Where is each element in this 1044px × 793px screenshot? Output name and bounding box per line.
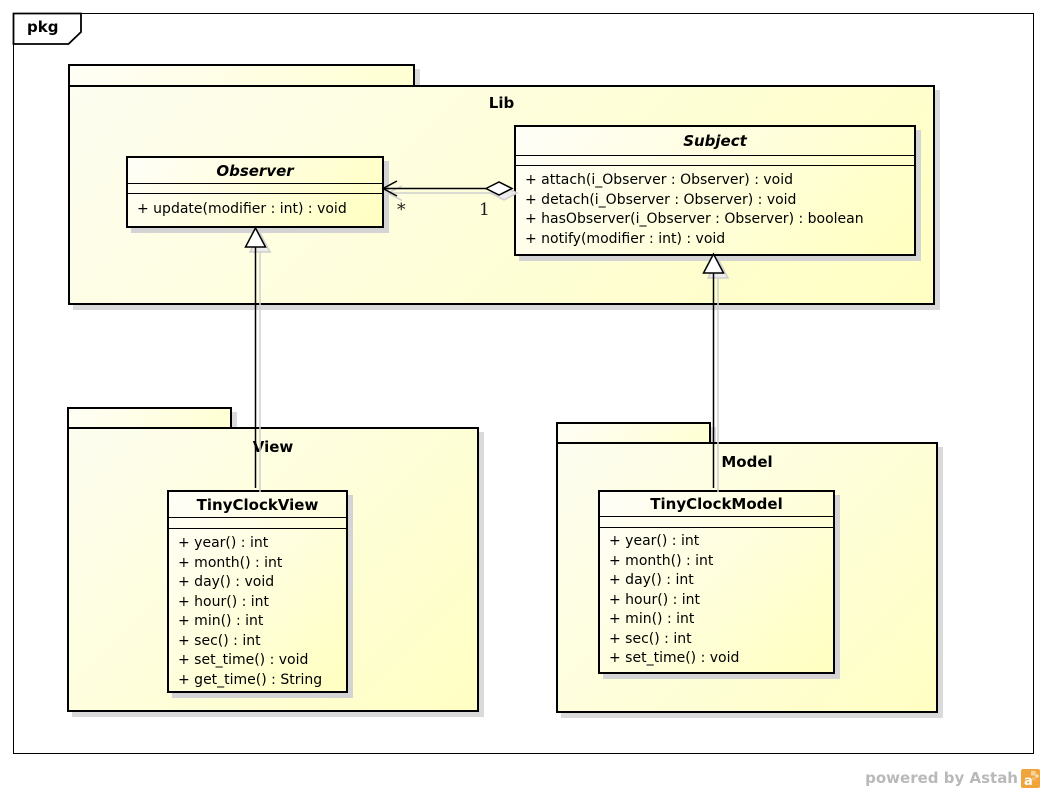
frame-label: pkg	[27, 18, 59, 36]
class-tinyclockview: TinyClockView + year() : int + month() :…	[167, 490, 348, 693]
operation: + hour() : int	[609, 591, 701, 608]
operation: + set_time() : void	[609, 650, 740, 666]
package-view-tab	[67, 407, 232, 429]
package-label-view: View	[252, 438, 294, 456]
operation: + notify(modifier : int) : void	[525, 230, 726, 247]
operation: + min() : int	[178, 613, 264, 629]
class-subject-attributes	[516, 155, 914, 166]
package-view-body: View TinyClockView + year() : int + mont…	[67, 427, 479, 712]
operation: + get_time() : String	[178, 671, 323, 688]
package-label-model: Model	[721, 453, 773, 471]
operation: + min() : int	[609, 611, 695, 627]
operation: + update(modifier : int) : void	[137, 201, 347, 217]
class-tinyclockview-operations: + year() : int + month() : int + day() :…	[169, 529, 346, 690]
operation: + day() : int	[609, 572, 694, 588]
operation: + year() : int	[609, 533, 700, 549]
multiplicity-observer-end: *	[397, 200, 406, 220]
package-model-tab	[556, 422, 711, 444]
class-observer-name: Observer	[216, 161, 294, 180]
class-tinyclockmodel-operations: + year() : int + month() : int + day() :…	[600, 528, 833, 669]
operation: + detach(i_Observer : Observer) : void	[525, 191, 797, 208]
class-observer: Observer + update(modifier : int) : void	[126, 156, 384, 228]
multiplicity-subject-end: 1	[479, 200, 490, 220]
package-model-body: Model TinyClockModel + year() : int + mo…	[556, 442, 938, 713]
package-lib-tab	[68, 64, 415, 87]
class-tinyclockmodel: TinyClockModel + year() : int + month() …	[598, 490, 835, 674]
operation: + set_time() : void	[178, 652, 309, 668]
class-subject: Subject + attach(i_Observer : Observer) …	[514, 125, 916, 256]
watermark: powered by Astah a	[830, 767, 1040, 789]
powered-by-text: powered by Astah	[865, 769, 1018, 787]
operation: + hasObserver(i_Observer : Observer) : b…	[525, 211, 864, 227]
svg-text:a: a	[1024, 774, 1033, 788]
class-tinyclockview-attributes	[169, 517, 346, 529]
operation: + hour() : int	[178, 593, 270, 610]
package-lib-body: Lib Observer + update(modifier : int) : …	[68, 85, 935, 305]
operation: + sec() : int	[609, 630, 692, 647]
operation: + month() : int	[178, 554, 283, 571]
class-observer-operations: + update(modifier : int) : void	[128, 194, 382, 220]
class-subject-name: Subject	[683, 132, 747, 150]
class-subject-operations: + attach(i_Observer : Observer) : void +…	[516, 166, 914, 249]
operation: + year() : int	[178, 535, 269, 551]
astah-logo-icon: a	[1021, 768, 1040, 788]
class-tinyclockmodel-attributes	[600, 516, 833, 528]
operation: + sec() : int	[178, 632, 261, 649]
operation: + month() : int	[609, 552, 714, 569]
class-tinyclockmodel-name: TinyClockModel	[650, 495, 783, 513]
package-label-lib: Lib	[488, 94, 515, 112]
class-tinyclockview-name: TinyClockView	[196, 495, 319, 514]
operation: + attach(i_Observer : Observer) : void	[525, 172, 794, 188]
class-observer-attributes	[128, 183, 382, 194]
operation: + day() : void	[178, 574, 275, 590]
